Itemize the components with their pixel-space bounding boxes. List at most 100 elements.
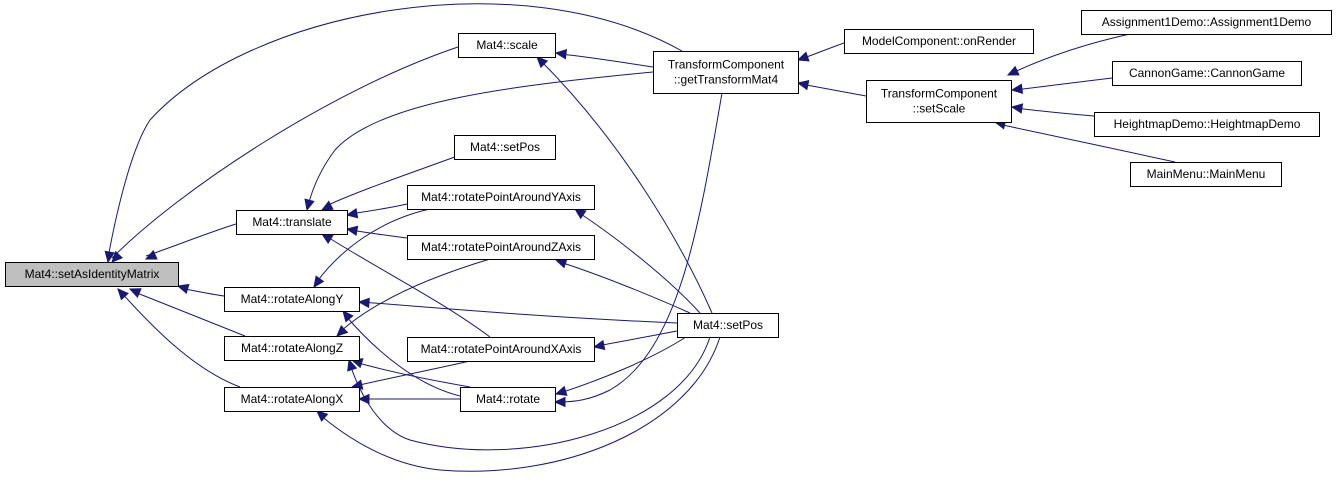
arrowhead-icon [304,198,315,212]
edge-line [559,53,654,68]
edge-set-pos-b-to-rotate [554,336,687,396]
edge-line [557,92,723,403]
node-box[interactable] [1112,61,1302,86]
edge-heightmap-demo-to-set-scale [1010,103,1095,117]
node-box[interactable] [1081,10,1332,35]
node-label: TransformComponent [881,87,998,101]
edge-line [315,208,431,284]
arrowhead-icon [345,208,359,219]
node-translate[interactable]: Mat4::translate [236,210,348,235]
arrowhead-icon [553,396,566,408]
edge-line [325,235,491,338]
arrowhead-icon [336,324,349,337]
edge-cannon-game-to-set-scale [1010,77,1113,94]
node-set-scale[interactable]: TransformComponent::setScale [866,80,1012,123]
node-label: Mat4::rotateAlongX [241,392,344,406]
node-assignment1-demo[interactable]: Assignment1Demo::Assignment1Demo [1081,10,1332,35]
edge-set-pos-b-to-rotate-point-around-xaxis [592,330,678,351]
node-box[interactable] [866,80,1012,123]
edge-line [339,258,491,333]
node-label: CannonGame::CannonGame [1129,66,1285,80]
node-label: HeightmapDemo::HeightmapDemo [1114,117,1301,131]
node-rotate-along-x[interactable]: Mat4::rotateAlongX [224,387,360,412]
node-box[interactable] [1130,162,1282,187]
edge-assignment1-demo-to-set-scale [1006,33,1131,76]
edge-rotate-point-around-zaxis-to-translate [345,225,408,239]
arrowhead-icon [347,358,358,372]
node-label: Mat4::rotatePointAroundYAxis [421,190,581,204]
edge-get-transform-mat4-to-rotate [553,92,723,408]
node-rotate-along-y[interactable]: Mat4::rotateAlongY [224,287,360,312]
node-label: ::getTransformMat4 [674,73,779,87]
node-box[interactable] [224,387,360,412]
node-box[interactable] [460,387,556,412]
edge-line [354,360,471,387]
node-set-pos-a[interactable]: Mat4::setPos [454,135,556,160]
node-heightmap-demo[interactable]: HeightmapDemo::HeightmapDemo [1094,112,1320,137]
node-label: Mat4::rotateAlongZ [241,341,343,355]
node-on-render[interactable]: ModelComponent::onRender [844,29,1034,54]
node-box[interactable] [677,313,779,338]
node-box[interactable] [844,29,1034,54]
node-label: Mat4::rotateAlongY [241,292,344,306]
node-box[interactable] [5,262,179,287]
edge-set-pos-b-to-rotate-point-around-zaxis [554,258,691,314]
edge-rotate-point-around-zaxis-to-rotate-along-z [336,258,491,337]
node-set-pos-b[interactable]: Mat4::setPos [677,313,779,338]
node-box[interactable] [407,235,595,260]
node-label: TransformComponent [668,58,785,72]
edge-set-pos-b-to-rotate-along-y [357,297,678,324]
arrowhead-icon [144,249,158,260]
arrowhead-icon [320,200,334,211]
edge-line [344,314,471,399]
node-box[interactable] [1094,112,1320,137]
node-rotate-along-z[interactable]: Mat4::rotateAlongZ [224,336,360,361]
edge-line [539,59,713,314]
node-rotate-point-around-zaxis[interactable]: Mat4::rotatePointAroundZAxis [407,235,595,260]
arrowhead-icon [342,310,354,323]
node-label: Mat4::setPos [693,318,763,332]
edge-line [559,261,691,314]
edge-line [307,71,654,207]
arrowhead-icon [128,288,142,298]
node-label: ::setScale [913,102,966,116]
edge-line [800,83,867,97]
edge-rotate-point-around-yaxis-to-translate [345,203,408,219]
node-main-menu[interactable]: MainMenu::MainMenu [1130,162,1282,187]
arrowhead-icon [104,250,115,264]
node-get-transform-mat4[interactable]: TransformComponent::getTransformMat4 [653,51,799,94]
node-scale[interactable]: Mat4::scale [458,33,556,58]
edge-set-scale-to-get-transform-mat4 [796,79,867,97]
node-box[interactable] [458,33,556,58]
edge-line [997,123,1176,163]
edge-line [596,330,678,347]
node-cannon-game[interactable]: CannonGame::CannonGame [1112,61,1302,86]
edge-line [131,290,246,337]
arrowhead-icon [592,339,606,351]
edge-line [145,223,237,257]
arrowhead-icon [1010,103,1024,114]
node-box[interactable] [224,336,360,361]
arrowhead-icon [796,51,810,62]
node-label: Mat4::translate [252,215,332,229]
node-set-as-identity-matrix[interactable]: Mat4::setAsIdentityMatrix [5,262,179,287]
edge-line [354,361,471,388]
edge-scale-to-set-as-identity-matrix [111,46,459,263]
node-layer: Mat4::setAsIdentityMatrix Mat4::scaleMat4… [5,10,1332,412]
node-box[interactable] [454,135,556,160]
node-box[interactable] [407,185,595,210]
node-box[interactable] [236,210,348,235]
edge-rotate-to-rotate-along-y [342,310,471,399]
arrowhead-icon [345,225,359,236]
edge-line [349,203,408,215]
edge-line [1011,33,1131,74]
node-box[interactable] [653,51,799,94]
node-rotate[interactable]: Mat4::rotate [460,387,556,412]
node-rotate-point-around-yaxis[interactable]: Mat4::rotatePointAroundYAxis [407,185,595,210]
edge-line [1014,77,1113,91]
node-box[interactable] [224,287,360,312]
node-rotate-point-around-xaxis[interactable]: Mat4::rotatePointAroundXAxis [407,337,595,362]
node-box[interactable] [407,337,595,362]
node-label: ModelComponent::onRender [862,34,1016,48]
